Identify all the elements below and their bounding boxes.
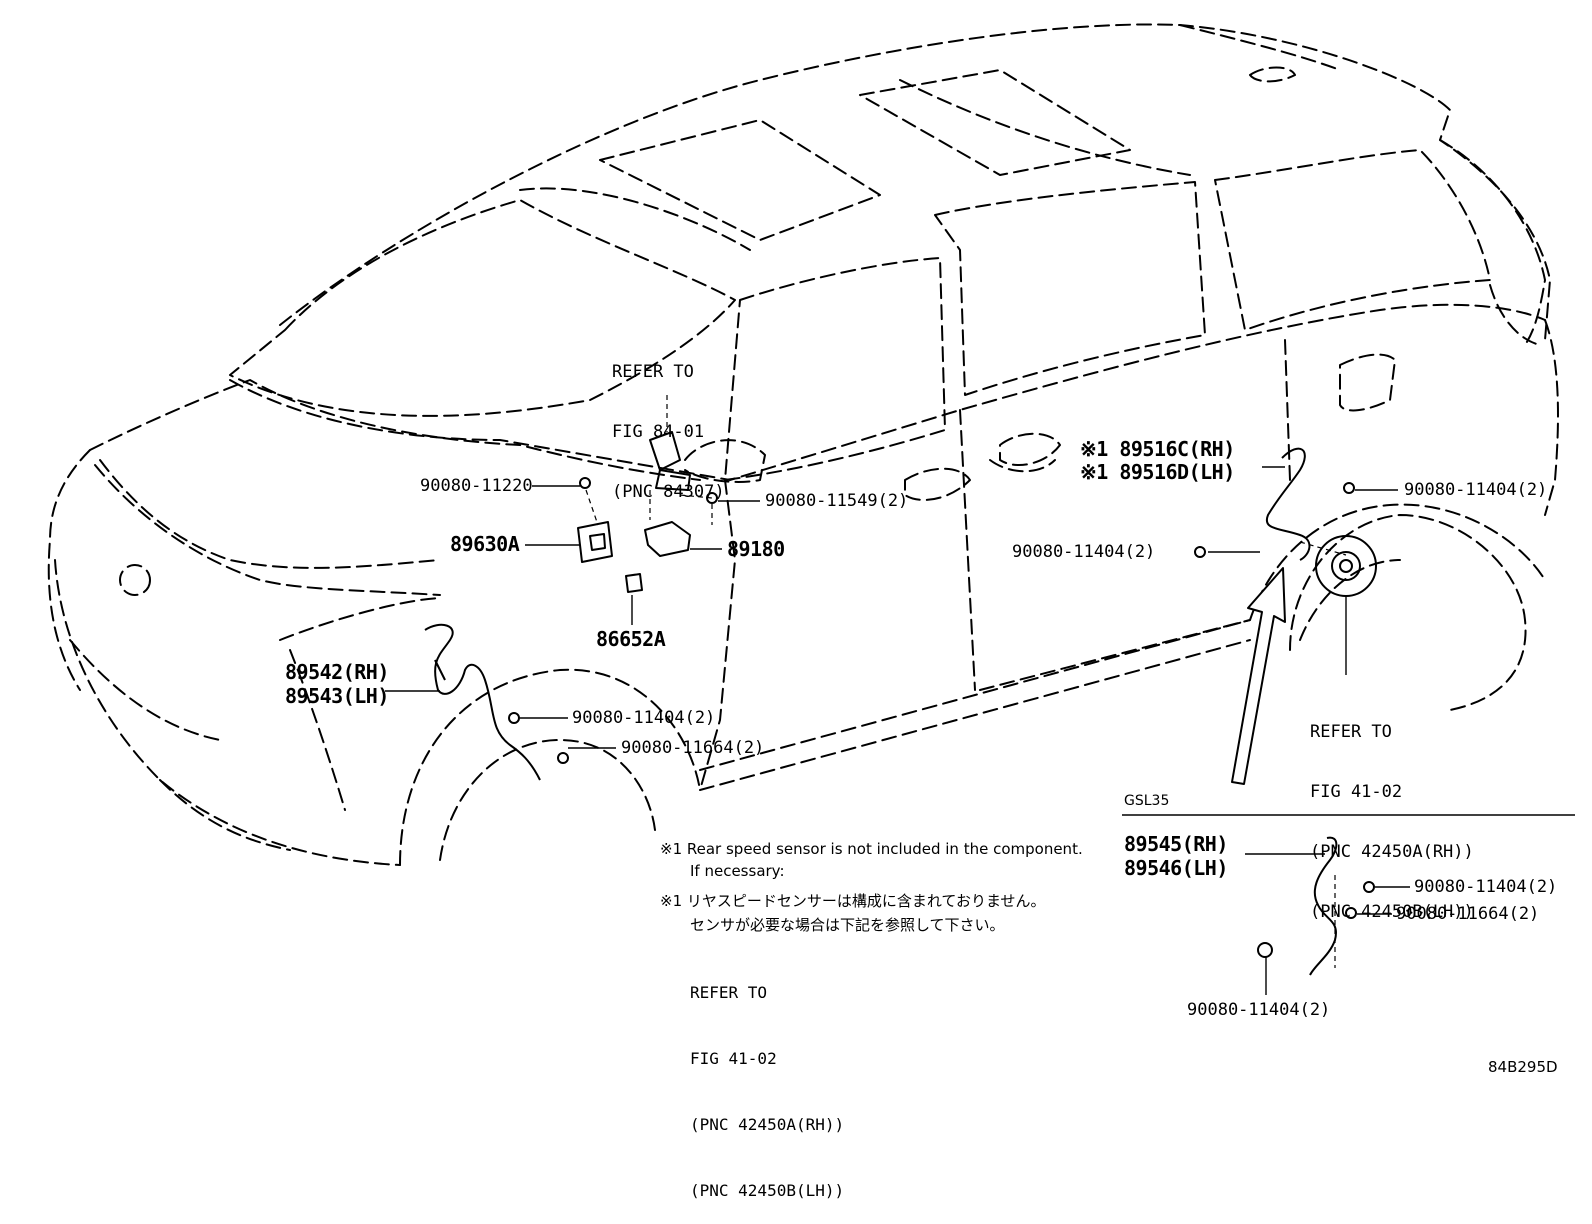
inset-title-gsl35: GSL35 xyxy=(1124,793,1170,809)
part-89180: 89180 xyxy=(727,537,785,561)
refer-fig41-line1: REFER TO xyxy=(1310,722,1392,742)
part-89542-rh: 89542(RH) xyxy=(285,660,389,684)
part-89516C-rh: ※1 89516C(RH) xyxy=(1080,437,1235,461)
part-89546-lh: 89546(LH) xyxy=(1124,856,1228,880)
part-90080-11404-rear-top: 90080-11404(2) xyxy=(1404,480,1548,500)
note-refer-fig-41-02: REFER TO FIG 41-02 (PNC 42450A(RH)) (PNC… xyxy=(690,938,844,1224)
part-90080-11664-inset: 90080-11664(2) xyxy=(1396,904,1540,924)
refer-fig41-line3: (PNC 42450A(RH)) xyxy=(1310,842,1474,862)
note-jp-line1: ※1 リヤスピードセンサーは構成に含まれておりません。 xyxy=(660,892,1046,910)
refer-fig84-line1: REFER TO xyxy=(612,362,694,382)
part-86652A: 86652A xyxy=(596,627,666,651)
part-89630A: 89630A xyxy=(450,532,520,556)
note-en-line1: ※1 Rear speed sensor is not included in … xyxy=(660,840,1083,858)
note-en-line2: If necessary: xyxy=(690,862,785,880)
refer-fig41-line2: FIG 41-02 xyxy=(1310,782,1403,802)
part-90080-11549: 90080-11549(2) xyxy=(765,491,909,511)
part-90080-11404-inset-a: 90080-11404(2) xyxy=(1414,877,1558,897)
refer-fig84-line3: (PNC 84307) xyxy=(612,482,725,502)
part-89543-lh: 89543(LH) xyxy=(285,684,389,708)
part-90080-11404-front: 90080-11404(2) xyxy=(572,708,716,728)
part-90080-11664-front: 90080-11664(2) xyxy=(621,738,765,758)
part-89545-rh: 89545(RH) xyxy=(1124,832,1228,856)
refer-fig-84-01: REFER TO FIG 84-01 (PNC 84307) xyxy=(612,322,725,522)
refer-fig-41-02-hub: REFER TO FIG 41-02 (PNC 42450A(RH)) (PNC… xyxy=(1310,682,1474,942)
note-ref-line1: REFER TO xyxy=(690,983,768,1002)
part-90080-11404-inset-b: 90080-11404(2) xyxy=(1187,1000,1331,1020)
note-ref-line2: FIG 41-02 xyxy=(690,1049,777,1068)
figure-code: 84B295D xyxy=(1488,1058,1558,1076)
vehicle-outline-drawing xyxy=(47,23,1575,995)
note-ref-line4: (PNC 42450B(LH)) xyxy=(690,1181,845,1200)
part-89516D-lh: ※1 89516D(LH) xyxy=(1080,460,1235,484)
note-ref-line3: (PNC 42450A(RH)) xyxy=(690,1115,845,1134)
part-90080-11404-rear-mid: 90080-11404(2) xyxy=(1012,542,1156,562)
note-jp-line2: センサが必要な場合は下記を参照して下さい。 xyxy=(690,916,1005,934)
part-90080-11220: 90080-11220 xyxy=(420,476,533,496)
refer-fig41-line4: (PNC 42450B(LH)) xyxy=(1310,902,1474,922)
refer-fig84-line2: FIG 84-01 xyxy=(612,422,705,442)
